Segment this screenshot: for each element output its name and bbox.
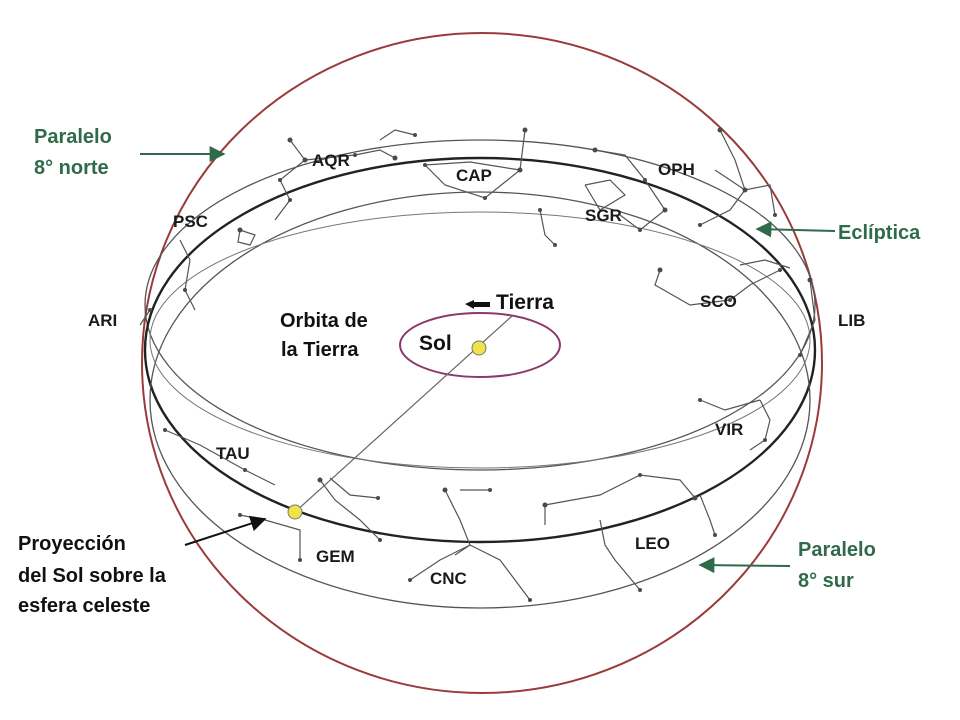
label-tau: TAU bbox=[216, 444, 250, 463]
label-oph: OPH bbox=[658, 160, 695, 179]
label-lib: LIB bbox=[838, 311, 865, 330]
label-parallel-south-line2: 8° sur bbox=[798, 570, 854, 592]
label-parallel-north-line1: Paralelo bbox=[34, 126, 112, 148]
label-psc: PSC bbox=[173, 212, 208, 231]
label-gem: GEM bbox=[316, 547, 355, 566]
label-vir: VIR bbox=[715, 420, 743, 439]
label-ari: ARI bbox=[88, 311, 117, 330]
sun-projection-point bbox=[287, 504, 303, 520]
constellation-stars bbox=[148, 127, 813, 602]
label-projection-line1: Proyección bbox=[18, 533, 126, 555]
constellation-labels: AQR CAP PSC OPH SGR ARI SCO LIB TAU VIR … bbox=[88, 151, 865, 588]
label-sco: SCO bbox=[700, 292, 737, 311]
label-parallel-south-line1: Paralelo bbox=[798, 539, 876, 561]
label-orbit-line1: Orbita de bbox=[280, 310, 368, 332]
label-sgr: SGR bbox=[585, 206, 622, 225]
label-orbit-line2: la Tierra bbox=[281, 339, 359, 361]
inner-band-line bbox=[149, 211, 811, 469]
arrow-ecliptic bbox=[755, 221, 836, 238]
ecliptic-line bbox=[143, 156, 817, 544]
label-leo: LEO bbox=[635, 534, 670, 553]
label-parallel-north-line2: 8° norte bbox=[34, 157, 109, 179]
label-projection-line2: del Sol sobre la bbox=[18, 565, 167, 587]
celestial-sphere bbox=[141, 32, 823, 694]
arrow-parallel-south bbox=[698, 557, 791, 574]
parallel-north-line bbox=[144, 139, 816, 471]
earth-orbit bbox=[399, 312, 561, 378]
label-cnc: CNC bbox=[430, 569, 467, 588]
label-projection-line3: esfera celeste bbox=[18, 595, 150, 617]
parallel-south-line bbox=[149, 191, 811, 609]
constellation-figures bbox=[139, 129, 816, 601]
earth-marker bbox=[465, 300, 490, 309]
arrow-sun-projection bbox=[184, 515, 267, 546]
label-ecliptic: Eclíptica bbox=[838, 222, 921, 244]
sun bbox=[471, 340, 487, 356]
label-aqr: AQR bbox=[312, 151, 350, 170]
label-sun: Sol bbox=[419, 332, 452, 355]
label-earth: Tierra bbox=[496, 291, 554, 314]
label-cap: CAP bbox=[456, 166, 492, 185]
